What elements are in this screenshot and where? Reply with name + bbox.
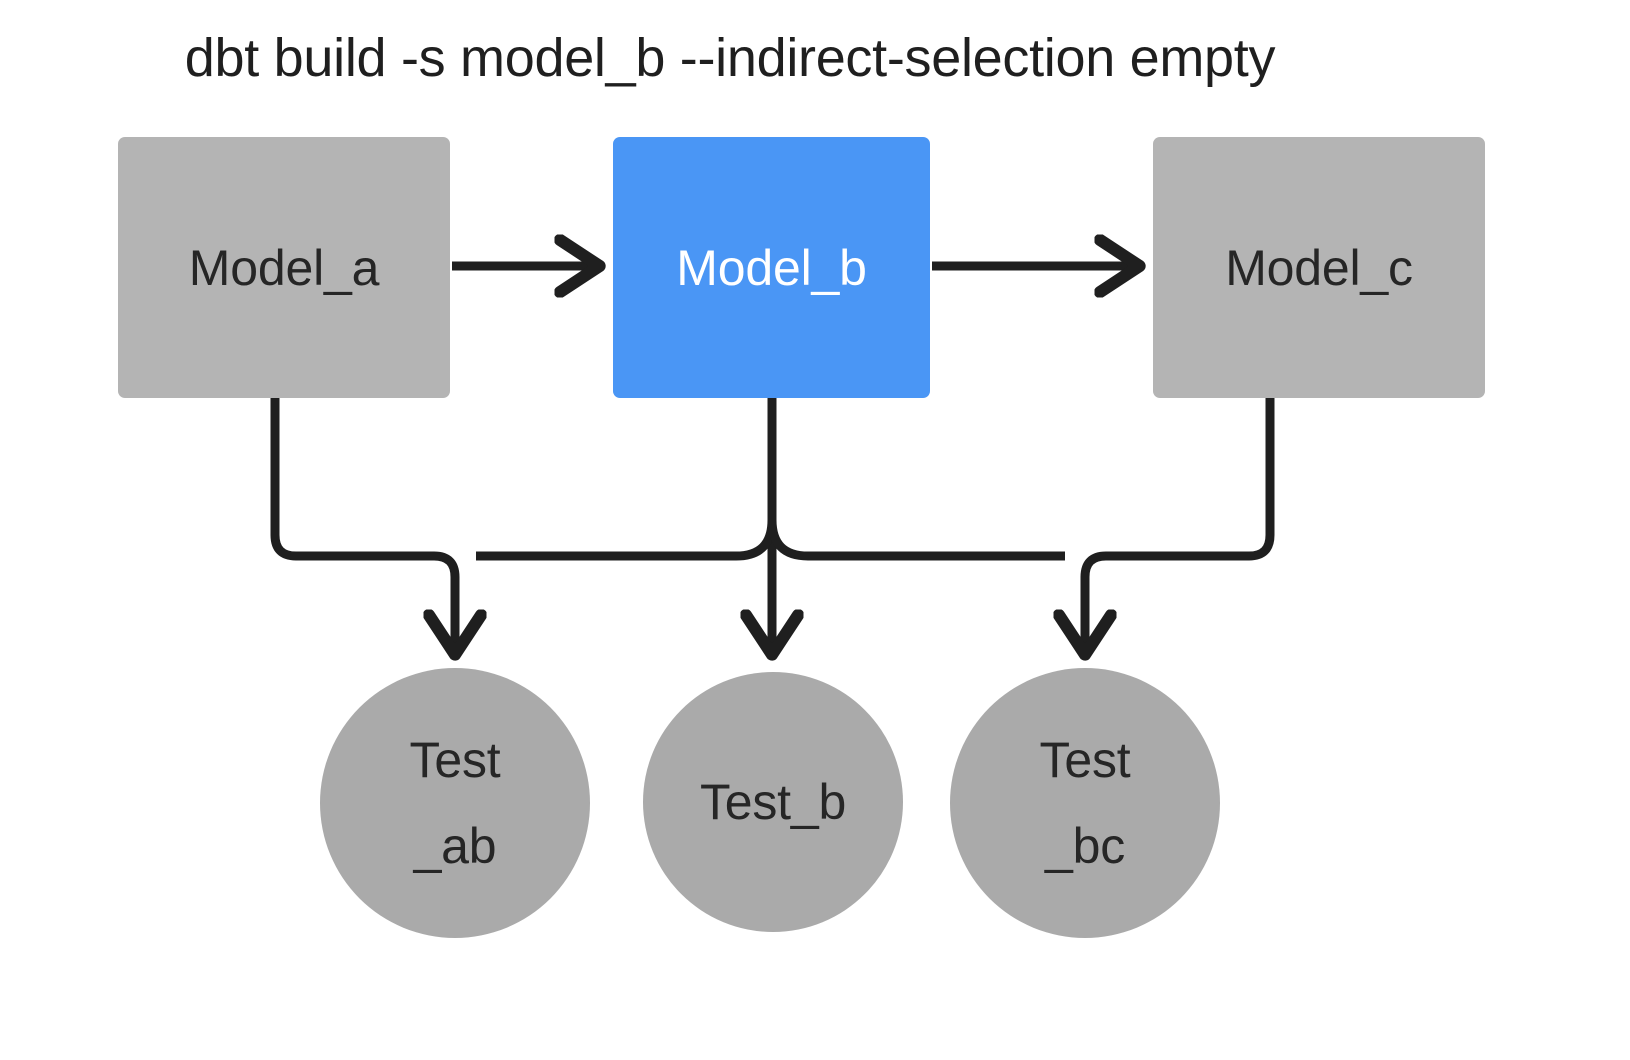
node-model-c-label: Model_c	[1225, 239, 1413, 296]
node-test-bc[interactable]: Test _bc	[950, 668, 1220, 938]
node-test-b-label: Test_b	[699, 774, 847, 830]
node-test-ab[interactable]: Test _ab	[320, 668, 590, 938]
node-test-b[interactable]: Test_b	[643, 672, 903, 932]
edge-model-b-to-test-ab	[476, 519, 777, 561]
edge-model-c-to-test-bc	[1085, 398, 1275, 651]
node-test-ab-label: Test _ab	[409, 732, 501, 874]
edge-model-b-to-test-bc	[767, 519, 1065, 561]
node-model-c[interactable]: Model_c	[1153, 137, 1485, 398]
node-test-bc-label: Test _bc	[1039, 732, 1131, 874]
node-model-a-label: Model_a	[188, 239, 380, 296]
edge-model-a-to-test-ab	[270, 398, 455, 651]
node-model-a[interactable]: Model_a	[118, 137, 450, 398]
node-model-b[interactable]: Model_b	[613, 137, 930, 398]
page-title: dbt build -s model_b --indirect-selectio…	[184, 28, 1276, 88]
node-model-b-label: Model_b	[676, 239, 867, 296]
